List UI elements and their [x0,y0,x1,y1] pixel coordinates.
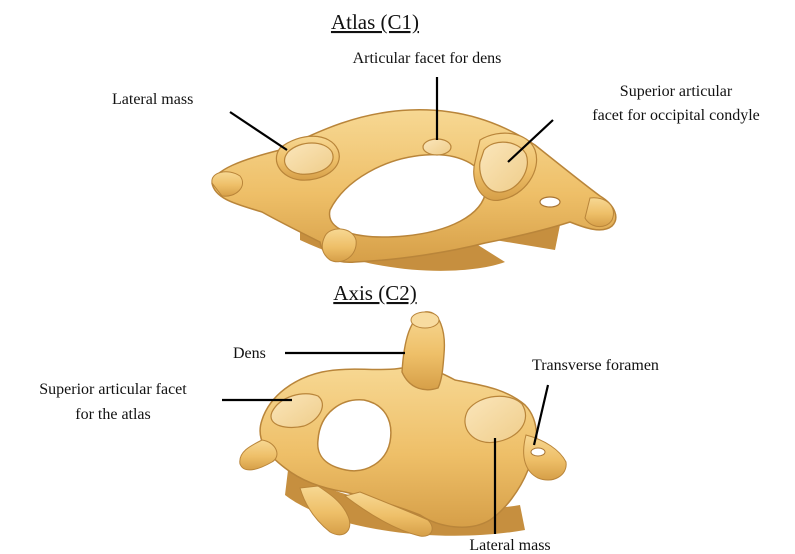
atlas-label-articular-facet-for-dens: Articular facet for dens [353,50,502,67]
atlas-label-lateral-mass: Lateral mass [112,91,193,108]
atlas-leader-lateral-mass [230,112,287,150]
axis-label-transverse-foramen: Transverse foramen [532,357,659,374]
axis-leader-transverse-foramen [534,385,548,445]
atlas-title: Atlas (C1) [331,10,419,34]
axis-label-superior-facet-line1: Superior articular facet [39,381,187,398]
atlas-illustration [212,110,616,271]
axis-label-lateral-mass: Lateral mass [469,537,550,554]
axis-label-dens: Dens [233,345,266,362]
axis-title: Axis (C2) [333,281,416,305]
axis-illustration [240,312,566,536]
axis-label-superior-facet-line2: for the atlas [75,406,151,423]
atlas-label-superior-facet-line2: facet for occipital condyle [592,107,759,124]
atlas-label-superior-facet-line1: Superior articular [620,83,733,100]
